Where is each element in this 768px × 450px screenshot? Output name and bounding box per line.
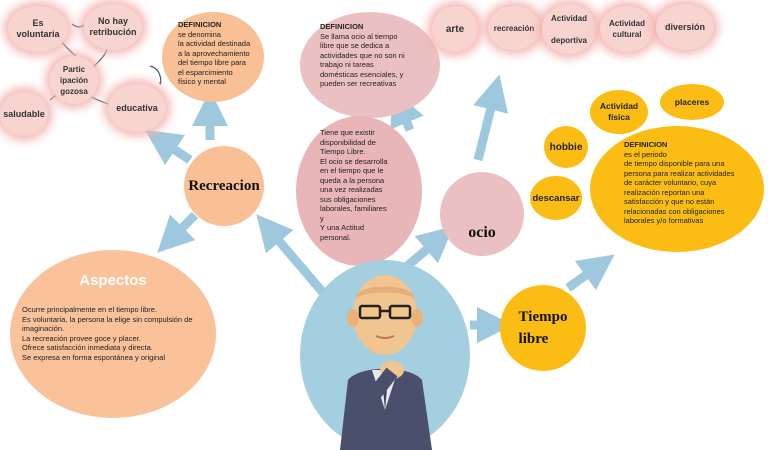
node-descansar: descansar <box>530 176 582 220</box>
node-arte: arte <box>432 6 478 52</box>
node-placeres-label: placeres <box>674 96 710 107</box>
node-actividad-deportiva: Actividad deportiva <box>542 4 596 54</box>
aspectos-panel: Aspectos Ocurre principalmente en el tie… <box>10 250 216 418</box>
node-es-voluntaria-label: Es voluntaria <box>16 18 60 39</box>
tiempo-libre-definition-body: es el periodo de tiempo disponible para … <box>624 149 735 226</box>
node-recreacion-small-label: recreación <box>493 23 535 33</box>
node-tiempo-libre-label: Tiempo libre <box>518 309 568 347</box>
node-saludable: saludable <box>0 92 48 136</box>
arrow-to-tiempo-libre-def <box>565 254 615 292</box>
node-es-voluntaria: Es voluntaria <box>8 6 68 52</box>
aspectos-title: Aspectos <box>79 272 147 289</box>
recreacion-definition-title: DEFINICION <box>178 20 222 29</box>
recreacion-definition: DEFINICION se denomina la actividad dest… <box>162 12 264 102</box>
ocio-definition: DEFINICION Se llama ocio al tiempo libre… <box>300 12 440 118</box>
node-participacion-gozosa-label: Partic ipación gozosa <box>59 64 88 96</box>
node-placeres: placeres <box>660 84 724 120</box>
node-hobbie-label: hobbie <box>549 141 583 153</box>
node-educativa-label: educativa <box>116 102 158 113</box>
arrow-to-aspectos <box>157 211 199 253</box>
node-actividad-deportiva-label: Actividad deportiva <box>550 13 587 45</box>
node-actividad-fisica: Actividad física <box>590 90 648 134</box>
node-actividad-fisica-label: Actividad física <box>599 101 639 122</box>
node-no-hay-retribucion-label: No hay retribución <box>89 16 137 37</box>
ocio-explanation: Tiene que existir disponibilidad de Tiem… <box>296 116 422 266</box>
node-diversion: diversión <box>656 4 714 50</box>
arrow-to-educativa <box>145 130 193 165</box>
node-no-hay-retribucion: No hay retribución <box>84 4 142 50</box>
center-illustration <box>300 260 470 450</box>
node-actividad-cultural-label: Actividad cultural <box>608 19 645 39</box>
tiempo-libre-definition: DEFINICION es el periodo de tiempo dispo… <box>590 126 764 252</box>
node-recreacion-label: Recreacion <box>188 177 260 194</box>
ocio-definition-title: DEFINICION <box>320 22 364 31</box>
node-ocio: ocio <box>440 172 524 256</box>
ocio-explanation-text: Tiene que existir disponibilidad de Tiem… <box>320 128 388 242</box>
node-educativa: educativa <box>108 84 166 132</box>
ocio-definition-body: Se llama ocio al tiempo libre que se ded… <box>320 31 405 89</box>
tiempo-libre-definition-title: DEFINICION <box>624 140 668 149</box>
node-participacion-gozosa: Partic ipación gozosa <box>50 56 98 104</box>
arrow-to-recreacion <box>256 214 329 298</box>
node-saludable-label: saludable <box>3 108 45 119</box>
thinking-man-icon <box>340 275 432 450</box>
node-recreacion-small: recreación <box>488 6 540 50</box>
node-diversion-label: diversión <box>664 21 705 32</box>
node-arte-label: arte <box>445 23 465 35</box>
node-tiempo-libre: Tiempo libre <box>500 285 586 371</box>
recreacion-definition-body: se denomina la actividad destinada a la … <box>178 29 251 87</box>
arrow-to-arte <box>473 74 509 162</box>
node-actividad-cultural: Actividad cultural <box>600 6 654 52</box>
arrow-to-ocio <box>402 226 454 272</box>
node-ocio-label: ocio <box>468 224 496 241</box>
node-descansar-label: descansar <box>532 192 580 204</box>
node-recreacion: Recreacion <box>184 146 264 226</box>
node-hobbie: hobbie <box>544 126 588 168</box>
aspectos-body: Ocurre principalmente en el tiempo libre… <box>22 305 193 362</box>
